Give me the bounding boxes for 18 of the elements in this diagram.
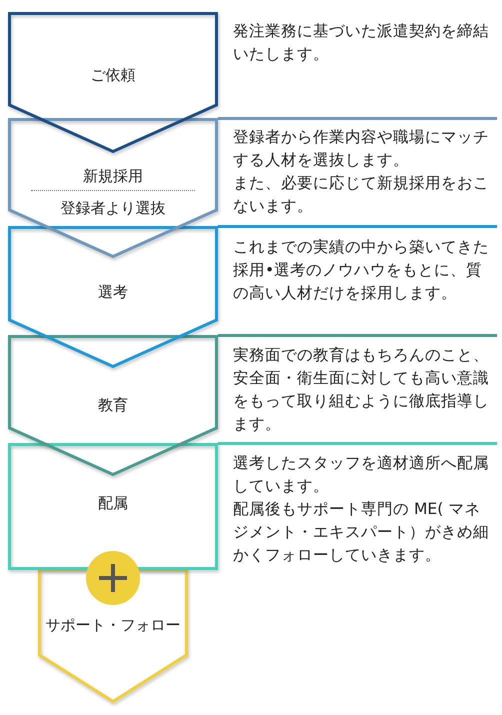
step-label: 登録者より選抜 [60, 198, 166, 218]
description-text: これまでの実績の中から築いてきた採用•選考のノウハウをもとに、質の高い人材だけを採用します。 [233, 237, 490, 304]
step-label: 教育 [97, 395, 129, 415]
step-label: ご依頼 [90, 65, 136, 85]
description-text: 選考したスタッフを適材適所へ配属しています。 配属後もサポート専門の ME( マネジメント・エキスパート）がきめ細かくフォローしていきます。 [233, 453, 490, 566]
step-label: サポート・フォロー [44, 615, 182, 635]
step-label: 新規採用 [82, 166, 144, 186]
description-text: 実務面での教育はもちろんのこと、安全面・衛生面に対しても高い意識をもって取り組むように徹底指導します。 [233, 345, 490, 435]
process-step [8, 335, 218, 476]
process-step [38, 568, 188, 703]
step-label: 配属 [97, 493, 129, 513]
process-step [8, 226, 218, 368]
process-step [8, 12, 218, 153]
process-step [8, 118, 218, 258]
step-label: 選考 [97, 282, 129, 302]
process-step [8, 443, 218, 570]
description-text: 発注業務に基づいた派遣契約を締結いたします。 [233, 21, 490, 65]
description-text: 登録者から作業内容や職場にマッチする人材を選抜します。 また、必要に応じて新規採用をおこないます。 [233, 127, 490, 217]
